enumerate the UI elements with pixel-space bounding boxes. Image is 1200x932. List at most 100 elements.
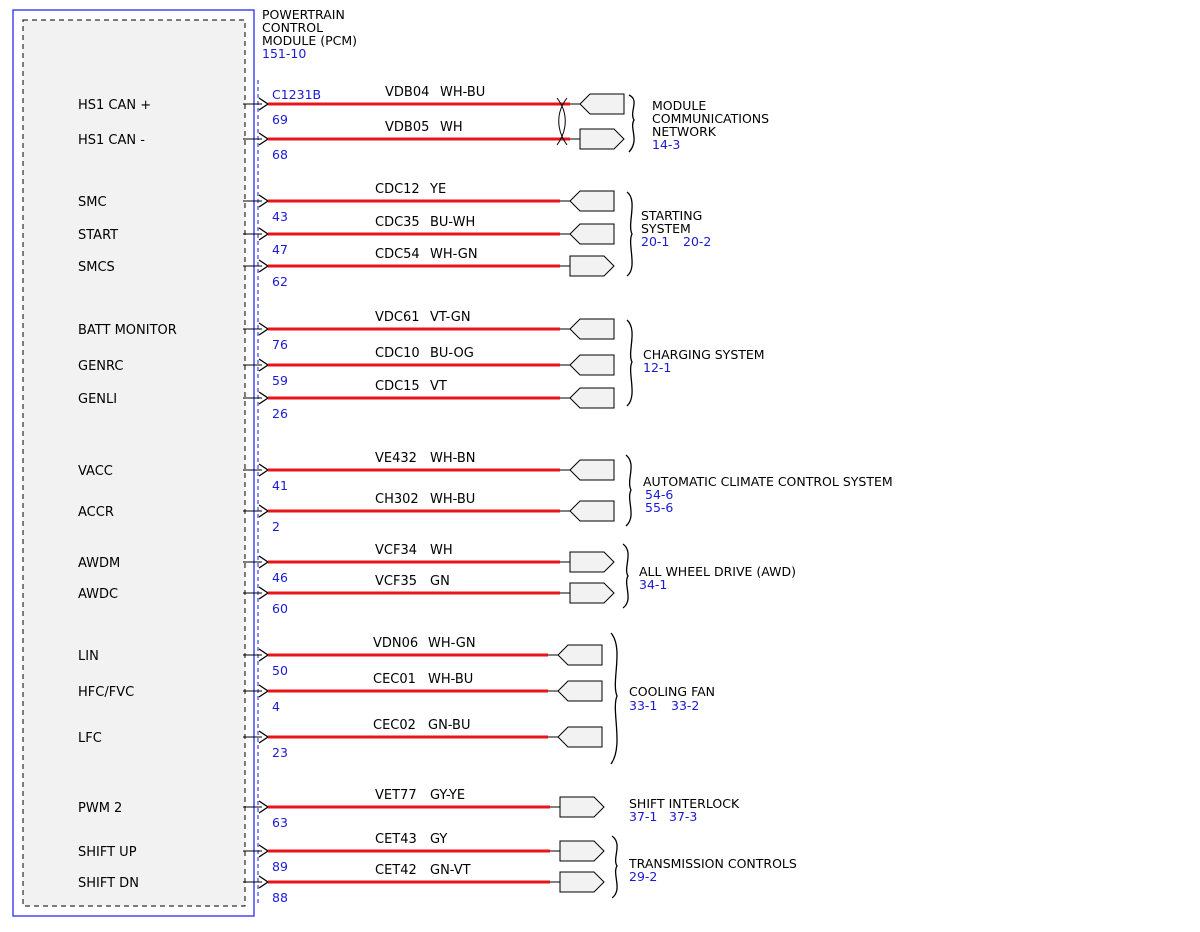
pin-number: 69: [272, 112, 288, 127]
wire-color: VT-GN: [430, 310, 471, 325]
system-group-cooling: COOLING FAN 33-1 33-2: [610, 632, 715, 765]
signal-label: PWM 2: [78, 801, 122, 816]
connector-symbol-icon: [557, 680, 603, 702]
system-ref: 54-6: [645, 487, 673, 502]
group-brace: [626, 319, 633, 407]
pcm-module: [12, 9, 259, 917]
pin-number: 43: [272, 209, 288, 224]
system-ref: 33-2: [671, 698, 699, 713]
pin-number: 62: [272, 274, 288, 289]
system-group-climate: AUTOMATIC CLIMATE CONTROL SYSTEM 54-6 55…: [625, 454, 893, 527]
signal-label: AWDM: [78, 556, 120, 571]
system-ref: 14-3: [652, 137, 680, 152]
connector-symbol-icon: [559, 871, 605, 893]
wire-color: WH-GN: [428, 636, 476, 651]
pin-number: 46: [272, 570, 288, 585]
system-group-charging: CHARGING SYSTEM 12-1: [626, 319, 765, 407]
signal-label: AWDC: [78, 587, 118, 602]
system-label: MODULE COMMUNICATIONS NETWORK: [652, 98, 773, 139]
connector-symbol-icon: [569, 255, 615, 277]
system-label-line: NETWORK: [652, 124, 717, 139]
circuit-id: VCF34: [375, 543, 417, 558]
wire-color: GY: [430, 832, 447, 847]
circuit-row: SHIFT DN 88 CET42 GN-VT: [78, 863, 605, 905]
connector-symbol-icon: [569, 459, 615, 481]
circuit-id: CEC01: [373, 672, 416, 687]
connector-symbol-icon: [569, 223, 615, 245]
wire-color: GN: [430, 574, 450, 589]
connector-symbol-icon: [579, 93, 625, 115]
pin-number: 41: [272, 478, 288, 493]
system-group-transmission: TRANSMISSION CONTROLS 29-2: [611, 835, 797, 899]
system-label: COOLING FAN: [629, 684, 715, 699]
signal-label: BATT MONITOR: [78, 323, 177, 338]
connector-symbol-icon: [569, 354, 615, 376]
signal-label: GENLI: [78, 392, 117, 407]
system-ref: 29-2: [629, 869, 657, 884]
connector-symbol-icon: [569, 500, 615, 522]
circuit-id: VDB05: [385, 120, 429, 135]
wire-color: VT: [430, 379, 447, 394]
system-ref: 55-6: [645, 500, 673, 515]
group-brace: [622, 543, 629, 609]
signal-label: LIN: [78, 649, 99, 664]
circuit-id: VET77: [375, 788, 417, 803]
pin-number: 68: [272, 147, 288, 162]
pin-number: 88: [272, 890, 288, 905]
circuit-id: CDC54: [375, 247, 420, 262]
twisted-pair-strand: [558, 97, 568, 146]
circuit-id: CH302: [375, 492, 419, 507]
system-group-mcn: MODULE COMMUNICATIONS NETWORK 14-3: [628, 94, 773, 153]
system-label-line: MODULE: [652, 98, 706, 113]
pcm-module-inner-boundary: [22, 19, 246, 907]
system-label: CHARGING SYSTEM: [643, 347, 765, 362]
signal-label: HS1 CAN +: [78, 98, 151, 113]
pin-number: 60: [272, 601, 288, 616]
wire-color: GY-YE: [430, 788, 465, 803]
system-label: ALL WHEEL DRIVE (AWD): [639, 564, 796, 579]
wire-color: WH-GN: [430, 247, 478, 262]
system-label: STARTING SYSTEM: [641, 208, 706, 236]
signal-label: VACC: [78, 464, 113, 479]
connector-symbol-icon: [569, 318, 615, 340]
pin-number: 59: [272, 373, 288, 388]
circuit-id: CDC10: [375, 346, 420, 361]
system-ref: 12-1: [643, 360, 671, 375]
circuit-row: AWDC 60 VCF35 GN: [78, 574, 615, 616]
wire-color: BU-OG: [430, 346, 474, 361]
wire-color: WH-BU: [428, 672, 473, 687]
connector-symbol-icon: [569, 190, 615, 212]
connector-symbol-icon: [557, 726, 603, 748]
group-brace: [626, 191, 633, 277]
circuit-id: CET42: [375, 863, 417, 878]
pin-number: 47: [272, 242, 288, 257]
signal-label: GENRC: [78, 359, 123, 374]
signal-label: SHIFT DN: [78, 876, 139, 891]
wire-color: GN-VT: [430, 863, 471, 878]
module-title: POWERTRAIN CONTROL MODULE (PCM): [262, 7, 357, 48]
module-title-line: CONTROL: [262, 20, 323, 35]
pin-number: 2: [272, 519, 280, 534]
circuit-row: GENRC 59 CDC10 BU-OG: [78, 346, 615, 388]
group-brace: [611, 835, 618, 899]
system-group-awd: ALL WHEEL DRIVE (AWD) 34-1: [622, 543, 796, 609]
system-ref: 20-2: [683, 234, 711, 249]
circuit-id: VCF35: [375, 574, 417, 589]
group-brace: [628, 94, 635, 153]
system-ref: 37-1: [629, 809, 657, 824]
pcm-module-outline: [12, 9, 255, 917]
wire-color: WH-BU: [430, 492, 475, 507]
circuit-id: CEC02: [373, 718, 416, 733]
